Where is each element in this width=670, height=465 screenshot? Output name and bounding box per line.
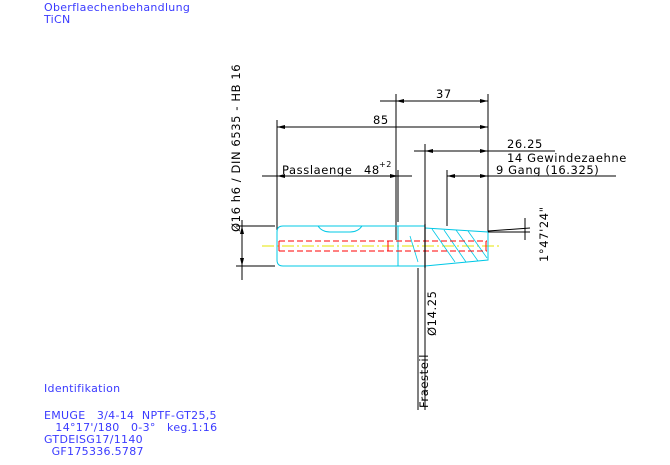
passlaenge-value: 48	[364, 163, 380, 177]
shank-diameter-dimension	[236, 220, 275, 280]
identification-title: Identifikation	[44, 382, 120, 395]
gang-label: 9 Gang (16.325)	[496, 163, 599, 177]
identification-line-4: GF175336.5787	[44, 445, 144, 458]
diameter-14-25-label: Ø14.25	[425, 290, 439, 336]
dimension-85: 85	[276, 94, 489, 248]
dim-85-label: 85	[373, 113, 389, 127]
shank-flat	[317, 225, 363, 233]
shank-spec-label: Ø16 h6 / DIN 6535 - HB 16	[229, 64, 243, 232]
dim-37-label: 37	[436, 87, 452, 101]
angle-label: 1°47'24"	[537, 206, 551, 262]
shank-outline	[276, 225, 399, 267]
thread-outline	[424, 227, 489, 267]
passlaenge-label: Passlaenge	[282, 163, 352, 177]
thread-flutes	[409, 228, 488, 263]
thread-teeth-label: 14 Gewindezaehne	[507, 151, 627, 165]
tool-body	[262, 224, 500, 268]
identification-line-2: 14°17'/180 0-3° keg.1:16	[44, 421, 217, 434]
identification-line-3: GTDEISG17/1140	[44, 433, 143, 446]
dimension-26-25: 26.25 14 Gewindezaehne	[414, 137, 627, 240]
dim-26-25-label: 26.25	[507, 137, 543, 151]
gang-dimension: 9 Gang (16.325)	[446, 163, 616, 226]
identification-line-1: EMUGE 3/4-14 NPTF-GT25,5	[44, 409, 217, 422]
dimension-37: 37	[380, 87, 488, 240]
fraesteil-label: Fraesteil	[417, 354, 431, 408]
coating-label: TiCN	[43, 13, 71, 26]
fraesteil-dimension: Ø14.25 Fraesteil	[417, 268, 439, 410]
passlaenge-dimension: Passlaenge 48 +2	[262, 160, 412, 222]
passlaenge-tolerance: +2	[379, 160, 392, 169]
surface-treatment-label: Oberflaechenbehandlung	[44, 1, 190, 14]
taper-angle: 1°47'24"	[487, 206, 551, 262]
